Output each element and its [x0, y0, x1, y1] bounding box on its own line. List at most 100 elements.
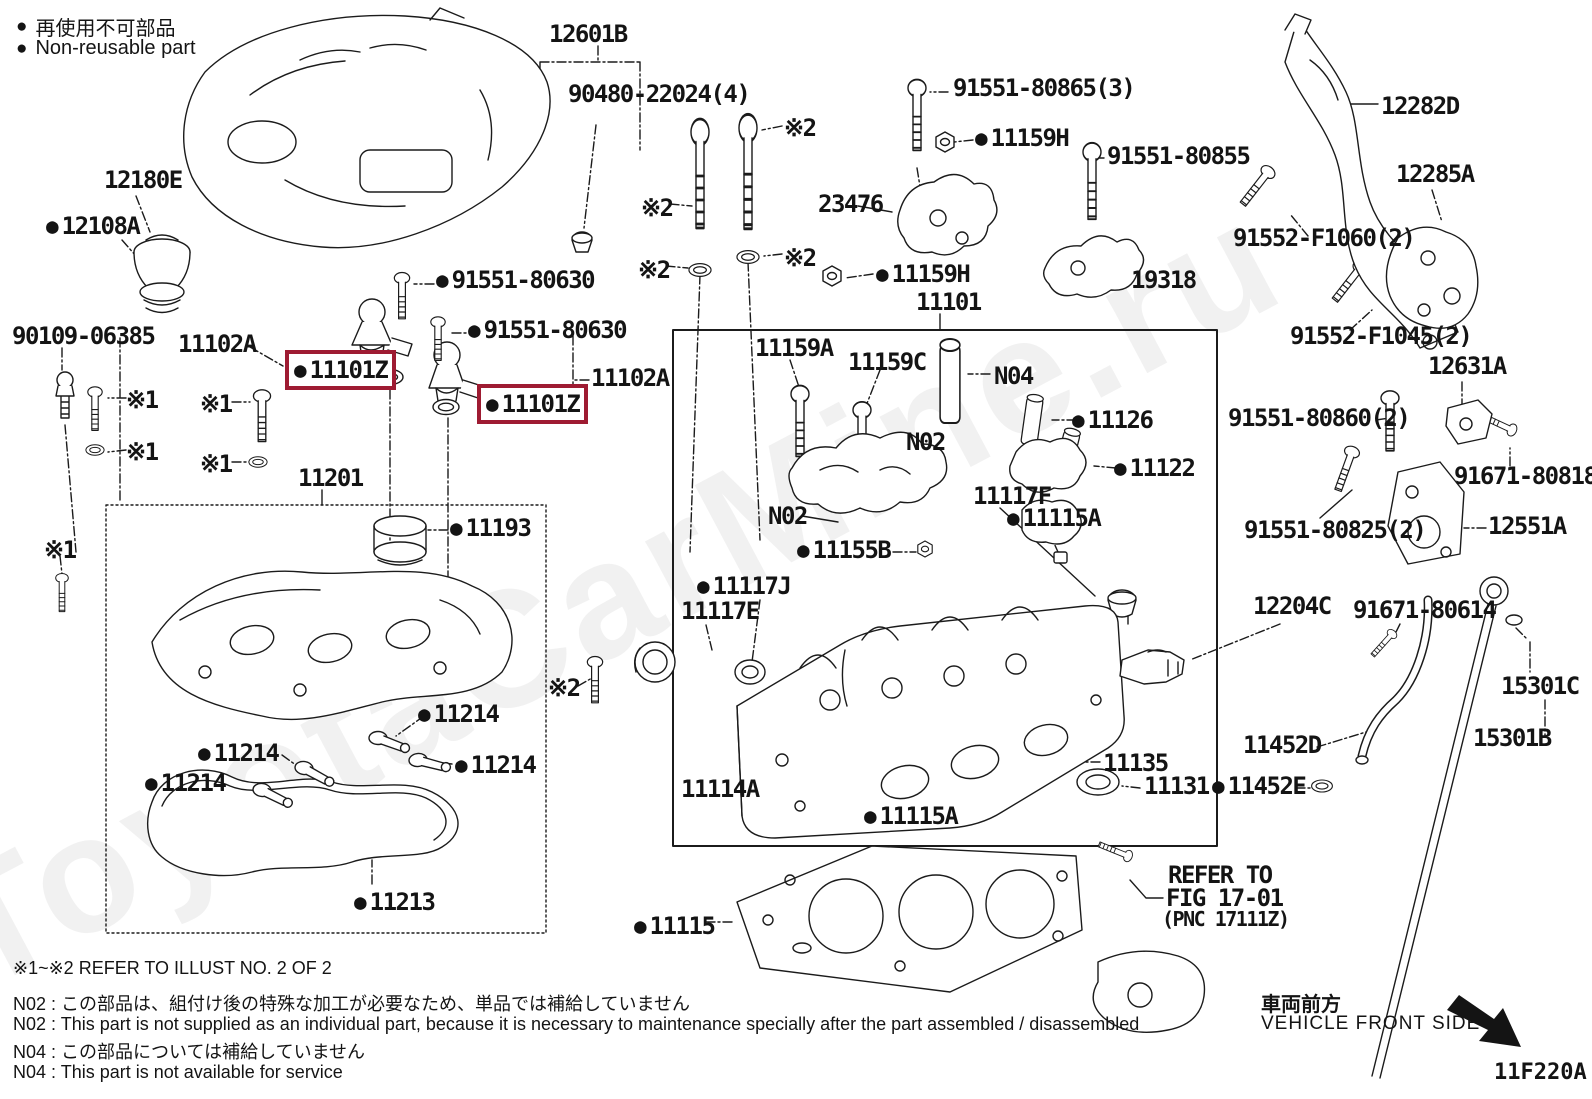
vehicle-front-en: VEHICLE FRONT SIDE: [1261, 1013, 1481, 1034]
part-number-text: 91551-80855: [1107, 142, 1251, 170]
non-reusable-bullet-icon: ●: [697, 574, 710, 598]
part-number-text: 12282D: [1381, 92, 1460, 120]
part-number-text: 12551A: [1488, 512, 1567, 540]
part-label-91551-80860-2: 91551-80860(2): [1228, 404, 1411, 432]
part-number-text: 11131: [1144, 772, 1210, 800]
part-label-11115a-low: ●11115A: [864, 802, 959, 830]
part-number-text: ※1: [200, 390, 233, 418]
part-number-text: ※1: [200, 450, 233, 478]
part-label-91551-80630-b: ●91551-80630: [468, 316, 628, 344]
part-number-text: 11101Z: [501, 390, 581, 418]
non-reusable-bullet-icon: ●: [1114, 456, 1127, 480]
figure-code: 11F220A: [1494, 1060, 1587, 1085]
part-number-text: 91671-80614: [1353, 596, 1497, 624]
part-number-text: 91551-80825(2): [1244, 516, 1427, 544]
part-label-11115a-up: ●11115A: [1007, 504, 1102, 532]
part-label-12631a: 12631A: [1428, 352, 1507, 380]
part-number-text: 11117J: [712, 572, 792, 600]
part-number-text: 12601B: [549, 20, 628, 48]
cam-bearing-cap-drawings: [788, 431, 1087, 545]
non-reusable-bullet-icon: ●: [975, 126, 988, 150]
part-label-11214-c: ●11214: [455, 751, 537, 779]
part-label-11452d: 11452D: [1243, 731, 1322, 759]
part-label-11201: 11201: [298, 464, 364, 492]
part-number-text: 12204C: [1253, 592, 1332, 620]
part-label-91671-80614: 91671-80614: [1353, 596, 1497, 624]
part-number-text: 11159A: [755, 334, 834, 362]
non-reusable-bullet-icon: ●: [797, 538, 810, 562]
part-number-text: 11126: [1087, 406, 1154, 434]
part-number-text: 11115: [649, 912, 716, 940]
part-label-11102a-left: 11102A: [178, 330, 257, 358]
part-number-text: REFER TO: [1168, 861, 1273, 889]
legend-en-text: Non-reusable part: [35, 37, 196, 59]
part-label-23476: 23476: [818, 190, 884, 218]
bracket-23476-drawing: [897, 173, 998, 256]
part-label-12108a: ●12108A: [46, 212, 141, 240]
part-label-rem2-e: ※2: [548, 674, 581, 702]
part-label-11159c: 11159C: [848, 348, 927, 376]
part-number-text: 91671-80818: [1454, 462, 1592, 490]
part-label-91671-80818: 91671-80818: [1454, 462, 1592, 490]
part-number-text: 11102A: [178, 330, 257, 358]
part-label-11214-b: ●11214: [198, 739, 280, 767]
part-label-12204c: 12204C: [1253, 592, 1332, 620]
part-number-text: (PNC 17111Z): [1162, 907, 1290, 931]
part-number-text: 11115A: [1022, 504, 1102, 532]
non-reusable-bullet-icon: ●: [876, 262, 889, 286]
part-label-11101z-a: ●11101Z: [285, 350, 397, 390]
non-reusable-bullet-icon: ●: [354, 890, 367, 914]
part-number-text: 11213: [369, 888, 436, 916]
cylinder-head-drawing: [736, 604, 1125, 839]
part-number-text: ※2: [784, 114, 817, 142]
part-label-refer-line2: FIG 17-01: [1166, 884, 1284, 912]
part-label-11101z-b: ●11101Z: [477, 384, 589, 424]
part-label-rem1-e: ※1: [44, 536, 77, 564]
part-number-text: 11101Z: [309, 356, 389, 384]
part-label-n02-b: N02: [768, 502, 808, 530]
part-number-text: 15301C: [1501, 672, 1580, 700]
part-label-11159h-top: ●11159H: [975, 124, 1070, 152]
part-label-11214-d: ●11214: [145, 769, 227, 797]
part-label-91551-80825-2: 91551-80825(2): [1244, 516, 1427, 544]
part-number-text: 11155B: [812, 536, 892, 564]
part-number-text: 11193: [465, 514, 532, 542]
part-label-11135: 11135: [1103, 749, 1169, 777]
part-number-text: 91551-80865(3): [953, 74, 1136, 102]
part-number-text: 12285A: [1396, 160, 1475, 188]
bolt-drawings: [55, 78, 1520, 864]
dipstick-guide-tube-drawing: [1311, 595, 1433, 793]
part-number-text: ※2: [641, 194, 674, 222]
oil-filler-cap-drawing: [133, 234, 191, 314]
part-label-90480-22024-4: 90480-22024(4): [568, 80, 751, 108]
part-number-text: 91552-F1045(2): [1290, 322, 1473, 350]
non-reusable-bullet-icon: ●: [450, 516, 463, 540]
legend-nonreusable-en: ● Non-reusable part: [16, 37, 196, 60]
valve-cover-frame-box: [105, 504, 547, 934]
non-reusable-bullet-icon: ●: [455, 753, 468, 777]
part-number-text: 11117F: [973, 482, 1052, 510]
part-label-12601b: 12601B: [549, 20, 628, 48]
non-reusable-bullet-icon: ●: [46, 214, 59, 238]
part-label-12282d: 12282D: [1381, 92, 1460, 120]
part-label-refer-line3: (PNC 17111Z): [1162, 907, 1290, 931]
bracket-12285a-drawing: [1385, 226, 1479, 329]
part-number-text: 11452E: [1227, 772, 1307, 800]
non-reusable-bullet-icon: ●: [16, 37, 28, 59]
part-label-11131: 11131: [1144, 772, 1210, 800]
part-label-rem1-b: ※1: [200, 390, 233, 418]
part-label-11452e: ●11452E: [1212, 772, 1307, 800]
non-reusable-bullet-icon: ●: [145, 771, 158, 795]
part-label-91552-f1045-2: 91552-F1045(2): [1290, 322, 1473, 350]
part-label-11102a-right: 11102A: [591, 364, 670, 392]
part-number-text: ※1: [126, 438, 159, 466]
part-number-text: 11114A: [681, 775, 760, 803]
non-reusable-bullet-icon: ●: [198, 741, 211, 765]
part-number-text: 11452D: [1243, 731, 1322, 759]
part-label-11193: ●11193: [450, 514, 532, 542]
part-label-rem1-c: ※1: [126, 438, 159, 466]
part-number-text: 15301B: [1473, 724, 1552, 752]
part-number-text: 11159C: [848, 348, 927, 376]
part-label-91552-f1060-2: 91552-F1060(2): [1233, 224, 1416, 252]
part-label-11214-a: ●11214: [418, 700, 500, 728]
